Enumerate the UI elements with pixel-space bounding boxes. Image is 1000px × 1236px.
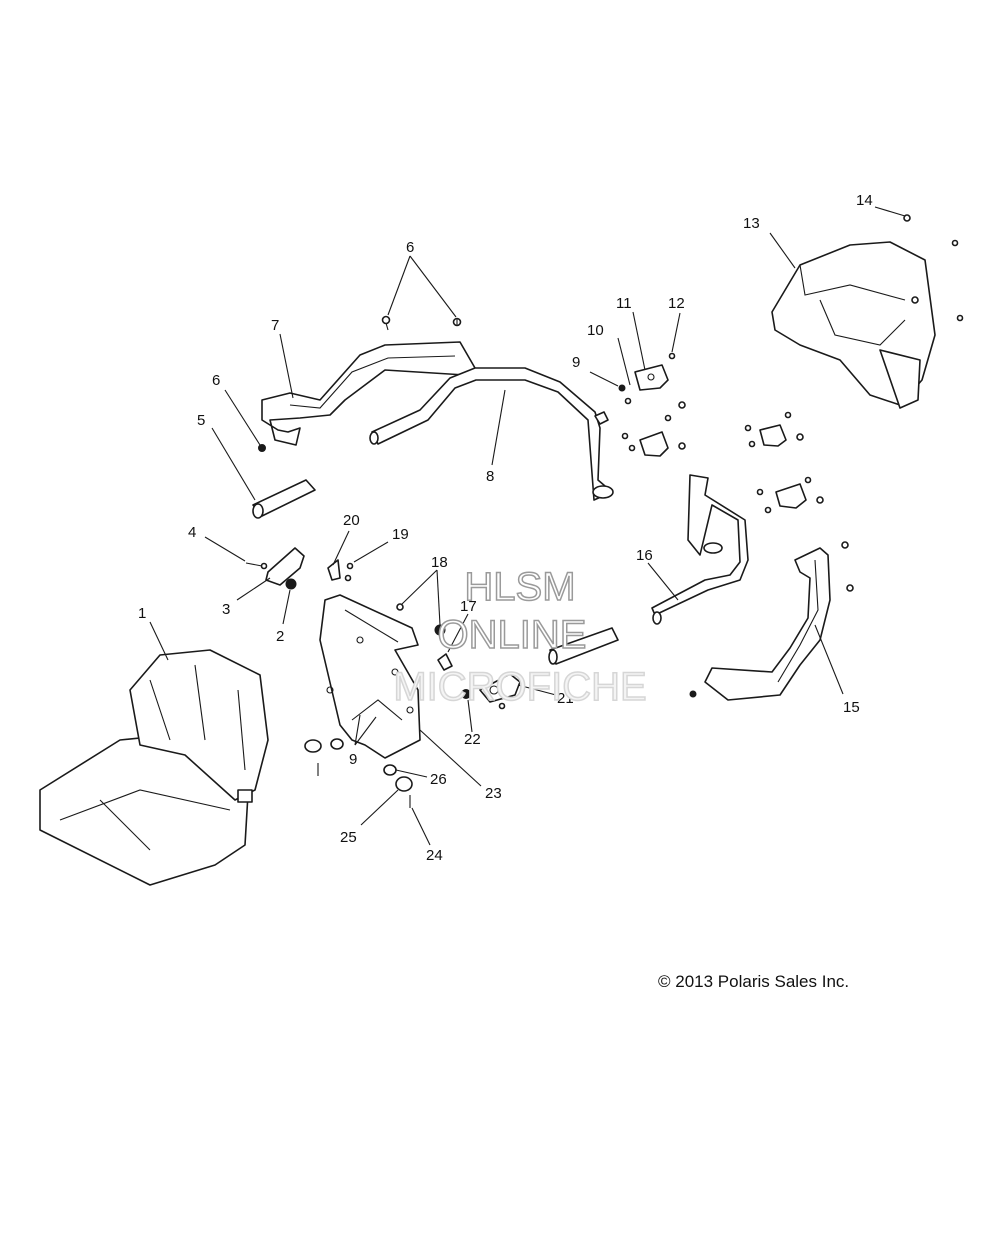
bracket-part-right-a [621,414,686,457]
watermark: HLSM ONLINE MICROFICHE [393,564,648,710]
callout-6-upper: 6 [406,239,414,256]
callout-7: 7 [271,317,279,334]
callout-12: 12 [668,295,685,312]
callout-8: 8 [486,468,494,485]
callout-15: 15 [843,699,860,716]
callout-16: 16 [636,547,653,564]
callout-11: 11 [616,295,632,312]
callout-22: 22 [464,731,481,748]
rack-tube-part-8 [369,367,614,501]
grab-handle-left [258,341,476,452]
callout-9-upper: 9 [572,354,580,371]
small-hardware [304,559,521,808]
watermark-line-1: HLSM [464,565,575,609]
callout-14: 14 [856,192,873,209]
callout-26: 26 [430,771,447,788]
callout-3: 3 [222,601,230,618]
bracket-part-right-b [744,411,804,448]
callout-13: 13 [743,215,760,232]
seat-part [39,649,269,886]
grab-handle-right [689,541,854,701]
watermark-line-2: ONLINE [438,613,587,657]
mount-plate-part-23 [319,594,421,759]
callout-18: 18 [431,554,448,571]
callout-19: 19 [392,526,409,543]
bolt-part-6 [381,315,462,331]
tube-part-16 [651,474,749,625]
callout-9-lower: 9 [349,751,357,768]
callout-5: 5 [197,412,205,429]
callout-24: 24 [426,847,443,864]
callout-20: 20 [343,512,360,529]
callout-2: 2 [276,628,284,645]
leader-lines [149,206,906,846]
callout-1: 1 [138,605,146,622]
bracket-part-11 [618,352,686,409]
callout-4: 4 [188,524,196,541]
storage-box-part-13 [771,214,964,409]
callout-10: 10 [587,322,604,339]
callout-25: 25 [340,829,357,846]
tube-part-short [548,627,619,665]
callout-23: 23 [485,785,502,802]
callout-17: 17 [460,598,477,615]
tube-part-5 [252,479,316,519]
copyright-notice: © 2013 Polaris Sales Inc. [658,972,850,991]
watermark-line-3: MICROFICHE [393,665,646,709]
callout-21: 21 [557,690,574,707]
mount-bracket-part [245,547,305,590]
callout-labels: 1 2 3 4 5 6 6 7 8 9 9 10 11 12 13 14 15 … [138,192,873,864]
callout-6-lower: 6 [212,372,220,389]
